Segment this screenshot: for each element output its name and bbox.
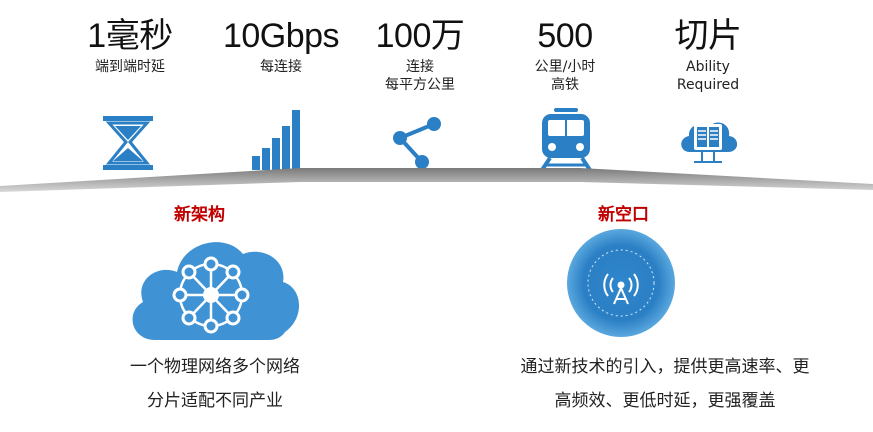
connection-nodes-icon [393, 117, 441, 169]
hourglass-icon [103, 116, 153, 170]
metric-slicing-desc-2: Required [676, 77, 740, 93]
metric-speed-desc-2: 高铁 [551, 77, 579, 93]
metric-latency-value: 1毫秒 [87, 17, 173, 55]
caption-architecture: 一个物理网络多个网络 分片适配不同产业 [70, 350, 360, 418]
metric-speed: 500 公里/小时 高铁 [490, 14, 640, 94]
antenna-signal-icon [567, 229, 675, 337]
caption-air-interface: 通过新技术的引入，提供更高速率、更 高频效、更低时延，更强覆盖 [470, 350, 860, 418]
metric-slicing-desc-1: Ability [686, 59, 730, 75]
metric-speed-desc-1: 公里/小时 [534, 59, 596, 75]
metric-slicing-value: 切片 [674, 17, 743, 55]
metric-connections-desc-2: 每平方公里 [385, 77, 455, 93]
metric-throughput: 10Gbps 每连接 [206, 14, 356, 76]
caption-architecture-line-2: 分片适配不同产业 [147, 391, 283, 411]
metric-slicing: 切片 Ability Required [633, 14, 783, 94]
caption-air-interface-line-2: 高频效、更低时延，更强覆盖 [554, 391, 776, 411]
cloud-network-icon [132, 242, 300, 340]
stage-divider [0, 168, 873, 192]
metric-speed-value: 500 [537, 17, 593, 55]
section-title-architecture: 新架构 [174, 205, 225, 225]
metric-latency: 1毫秒 端到端时延 [55, 14, 205, 76]
metric-connections-desc-1: 连接 [406, 59, 434, 75]
metric-throughput-desc: 每连接 [260, 59, 302, 75]
caption-air-interface-line-1: 通过新技术的引入，提供更高速率、更 [520, 357, 810, 377]
metric-connections: 100万 连接 每平方公里 [345, 14, 495, 94]
caption-architecture-line-1: 一个物理网络多个网络 [130, 357, 300, 377]
metric-connections-value: 100万 [375, 17, 465, 55]
signal-bars-icon [252, 110, 300, 170]
cloud-server-icon [681, 122, 738, 163]
metric-throughput-value: 10Gbps [222, 17, 340, 55]
metric-latency-desc: 端到端时延 [95, 59, 165, 75]
train-icon [540, 108, 592, 170]
section-title-air-interface: 新空口 [598, 205, 649, 225]
